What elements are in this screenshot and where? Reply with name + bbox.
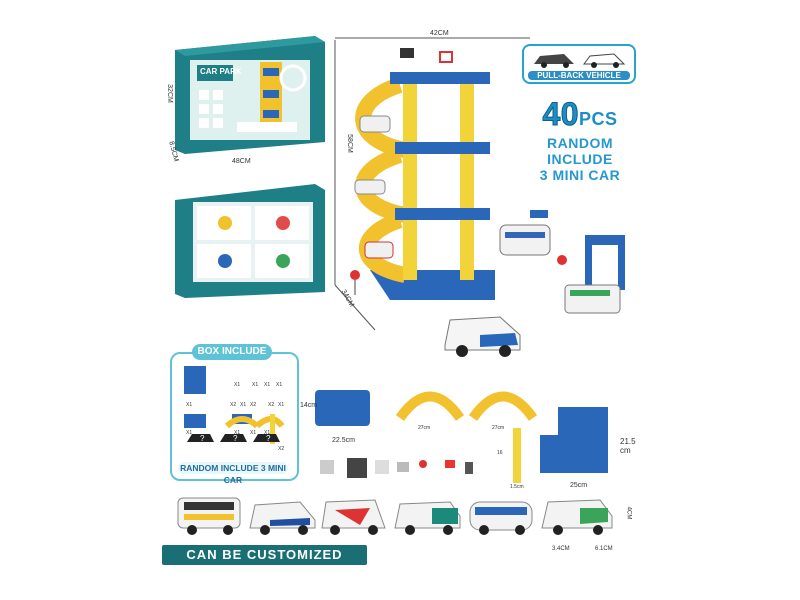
part-base-small <box>310 385 382 433</box>
pillar-h: 16 <box>497 450 503 456</box>
pillar-w: 1.5cm <box>510 484 524 490</box>
box-height-label: 32CM <box>165 84 173 103</box>
product-box-back <box>175 180 325 300</box>
svg-text:?: ? <box>233 434 238 443</box>
car-2 <box>249 501 316 535</box>
accessory-set <box>490 210 650 350</box>
base-small-w: 22.5cm <box>332 437 355 444</box>
car-4 <box>394 501 461 535</box>
car-6 <box>541 499 613 535</box>
piece-count: 40PCS <box>525 96 635 133</box>
car-height-label: 4CM <box>625 506 632 520</box>
car-3 <box>321 499 386 535</box>
box-include-title: BOX INCLUDE <box>192 344 272 360</box>
car-1 <box>177 497 241 535</box>
part-accessories <box>315 452 495 487</box>
random-line-2: INCLUDE <box>547 151 613 167</box>
ramp2-w: 27cm <box>492 425 505 431</box>
box-brand: CAR PARK <box>200 67 242 76</box>
qty-label: X1 <box>234 382 241 388</box>
svg-text:?: ? <box>266 434 271 443</box>
part-ramp-2 <box>468 380 538 425</box>
product-box-front: CAR PARK <box>175 30 325 155</box>
piece-count-unit: PCS <box>579 109 618 129</box>
qty-label: X1 <box>234 430 241 436</box>
qty-label: X1 <box>276 382 283 388</box>
random-3-mini-car-label: RANDOM INCLUDE 3 MINI CAR <box>178 462 288 485</box>
random-line-1: RANDOM <box>547 135 613 151</box>
base-large-h: 21.5 cm <box>620 437 636 455</box>
car-5 <box>469 501 533 535</box>
qty-label: X2 <box>268 402 275 408</box>
svg-text:?: ? <box>200 434 205 443</box>
tower-height-label: 58CM <box>345 134 353 153</box>
qty-label: X2 <box>230 402 237 408</box>
tower-width-label: 42CM <box>430 30 449 37</box>
qty-label: X1 <box>252 382 259 388</box>
pullback-badge: PULL-BACK VEHICLE <box>522 44 636 84</box>
qty-label: X1 <box>264 430 271 436</box>
base-small-h: 14cm <box>300 402 318 409</box>
random-include-text: RANDOM INCLUDE 3 MINI CAR <box>520 135 640 183</box>
qty-label: X1 <box>278 402 285 408</box>
part-ramp-1 <box>395 380 465 425</box>
cars-row <box>170 490 630 540</box>
box-include-panel: BOX INCLUDE ? ? ? X1 X1 X1 X1 X1 X2 X1 X… <box>170 344 299 485</box>
qty-label: X1 <box>186 430 193 436</box>
part-base-large <box>538 405 618 475</box>
tower-illustration <box>330 30 570 340</box>
qty-label: X1 <box>186 402 193 408</box>
featured-van <box>440 305 525 360</box>
qty-label: X2 <box>250 402 257 408</box>
qty-label: X2 <box>278 446 285 452</box>
part-pillar <box>510 428 524 483</box>
customize-banner: CAN BE CUSTOMIZED MIXED <box>162 545 367 582</box>
pullback-label: PULL-BACK VEHICLE <box>528 71 630 80</box>
random-line-3: 3 MINI CAR <box>539 167 621 183</box>
piece-count-number: 40 <box>542 96 580 133</box>
qty-label: X1 <box>240 402 247 408</box>
ramp1-w: 27cm <box>418 425 431 431</box>
qty-label: X1 <box>250 430 257 436</box>
qty-label: X1 <box>264 382 271 388</box>
base-large-w: 25cm <box>570 482 588 489</box>
car-length-label: 6.1CM <box>595 546 613 552</box>
car-width-label: 3.4CM <box>552 546 570 552</box>
box-width-label: 48CM <box>232 158 251 165</box>
